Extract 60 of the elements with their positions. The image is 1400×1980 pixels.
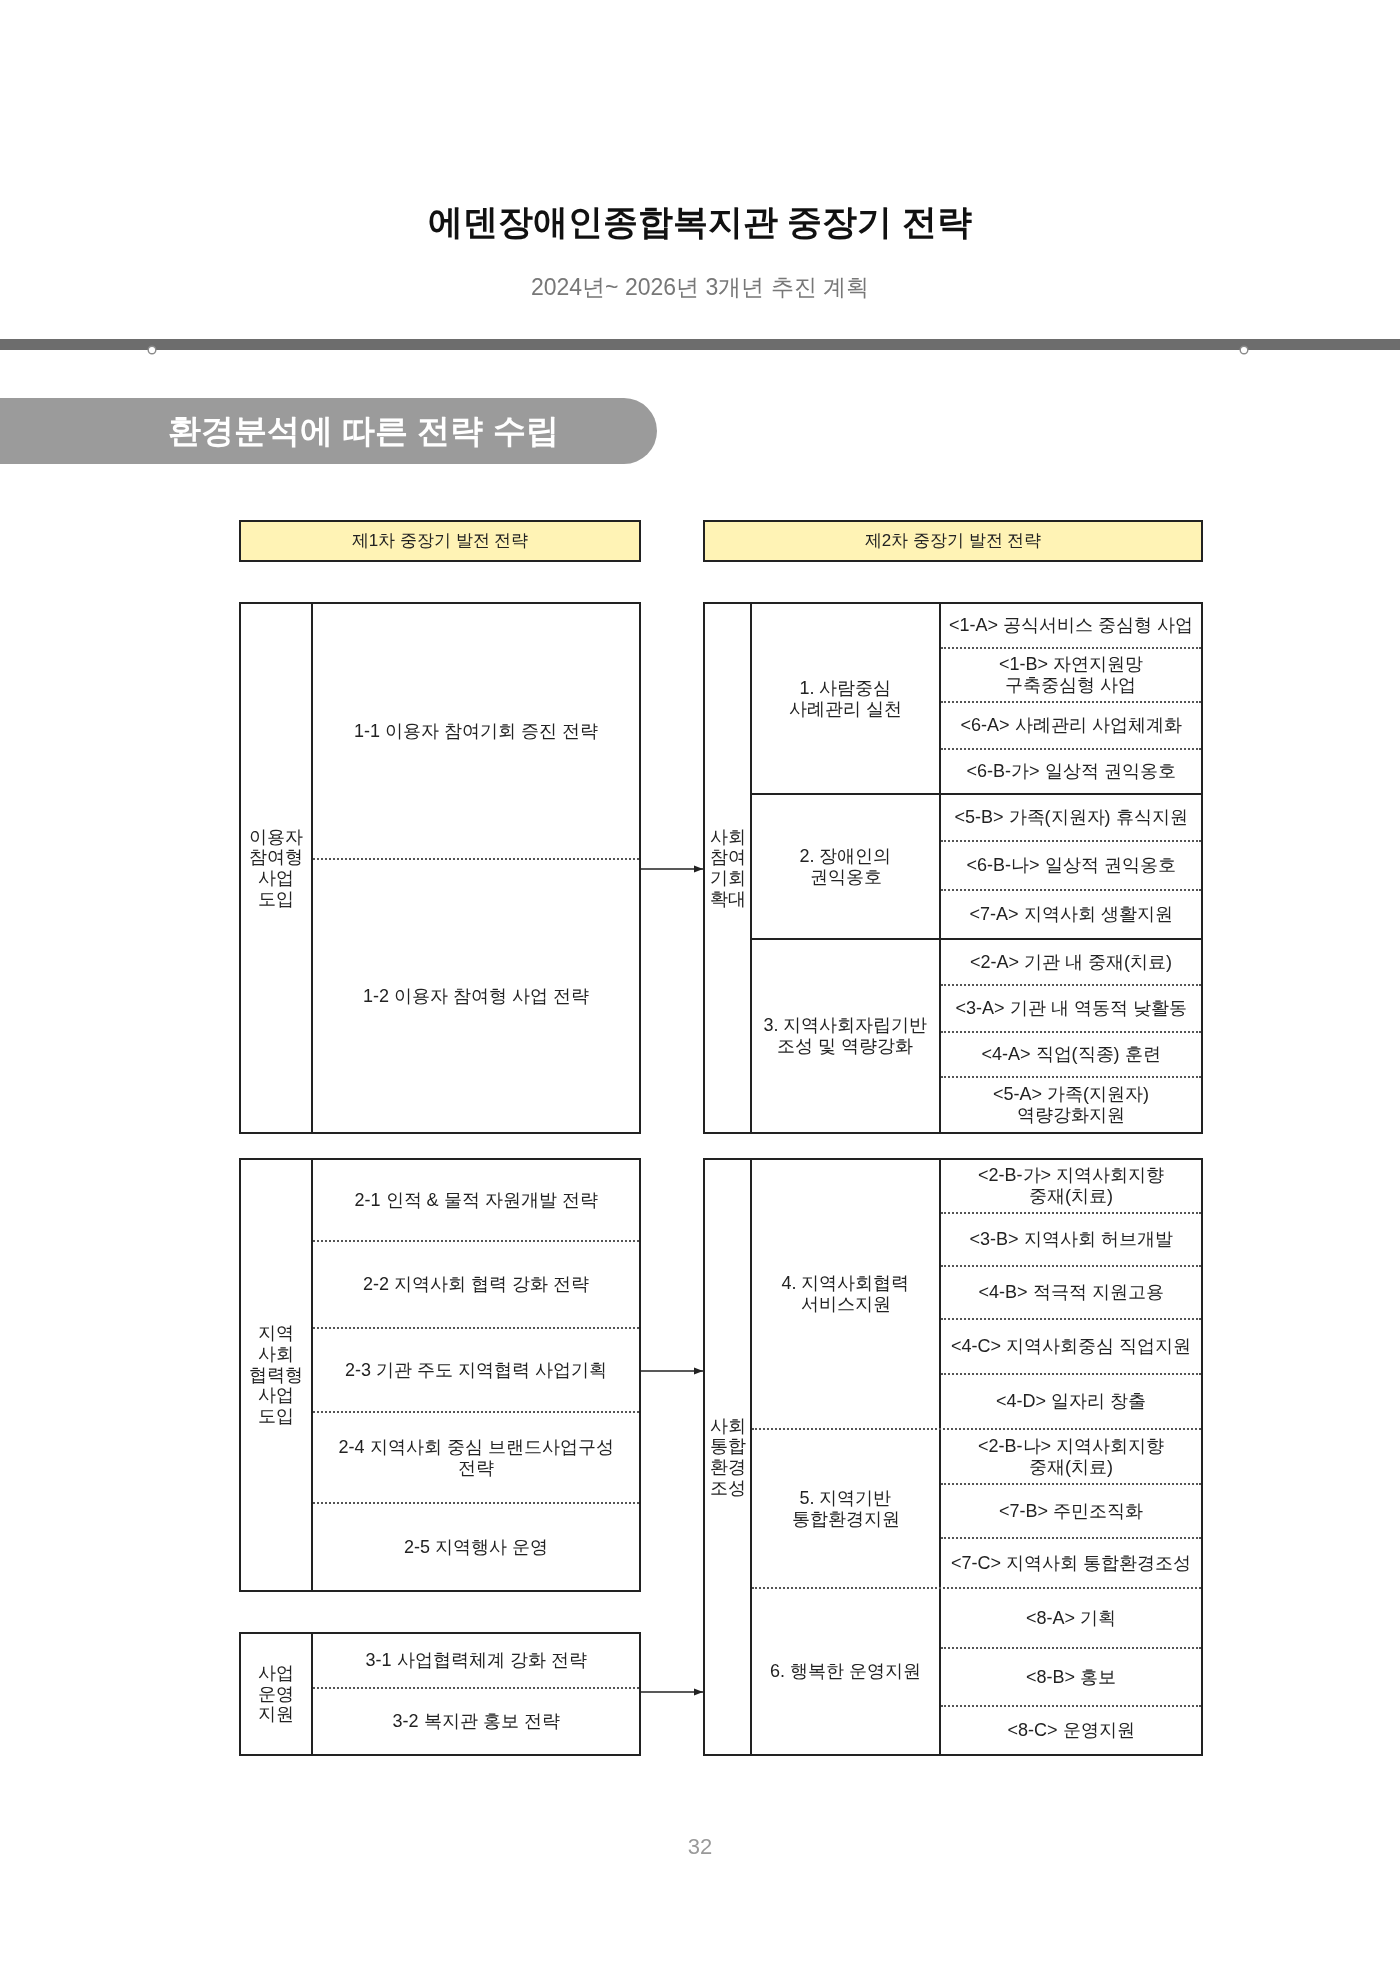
program-item: <6-B-나> 일상적 권익옹호 <box>941 842 1201 891</box>
strategy-item: 2-2 지역사회 협력 강화 전략 <box>313 1242 639 1329</box>
goal-label: 2. 장애인의 권익옹호 <box>752 795 941 938</box>
program-item: <7-A> 지역사회 생활지원 <box>941 891 1201 938</box>
strategy-item: 2-3 기관 주도 지역협력 사업기획 <box>313 1329 639 1413</box>
goal-label: 6. 행복한 운영지원 <box>752 1589 941 1754</box>
program-item: <8-A> 기획 <box>941 1589 1201 1649</box>
program-item: <1-A> 공식서비스 중심형 사업 <box>941 604 1201 649</box>
goal-band <box>752 795 1201 940</box>
program-item: <5-A> 가족(지원자) 역량강화지원 <box>941 1078 1201 1132</box>
program-item: <4-C> 지역사회중심 직업지원 <box>941 1320 1201 1375</box>
strategy-group-box <box>239 602 641 1134</box>
program-item: <6-A> 사례관리 사업체계화 <box>941 703 1201 750</box>
strategy-item: 1-1 이용자 참여기회 증진 전략 <box>313 604 639 860</box>
strategy-item: 1-2 이용자 참여형 사업 전략 <box>313 860 639 1132</box>
program-item: <2-B-나> 지역사회지향 중재(치료) <box>941 1430 1201 1485</box>
program-item: <2-A> 기관 내 중재(치료) <box>941 940 1201 986</box>
program-item: <4-B> 적극적 지원고용 <box>941 1267 1201 1320</box>
program-item: <1-B> 자연지원망 구축중심형 사업 <box>941 649 1201 703</box>
column-header: 제1차 중장기 발전 전략 <box>239 520 641 562</box>
strategy-item: 2-5 지역행사 운영 <box>313 1504 639 1590</box>
page-title: 에덴장애인종합복지관 중장기 전략 <box>427 201 973 243</box>
program-item: <2-B-가> 지역사회지향 중재(치료) <box>941 1160 1201 1214</box>
program-item: <3-B> 지역사회 허브개발 <box>941 1214 1201 1267</box>
goal-band <box>752 1160 1201 1430</box>
program-item: <8-B> 홍보 <box>941 1649 1201 1707</box>
category-label: 사업 운영 지원 <box>241 1634 313 1754</box>
arrow <box>640 1688 704 1696</box>
program-item: <3-A> 기관 내 역동적 낮활동 <box>941 986 1201 1033</box>
strategy-group-box <box>239 1158 641 1592</box>
arrow <box>640 865 704 873</box>
goal-label: 5. 지역기반 통합환경지원 <box>752 1430 941 1587</box>
strategy-group-box <box>703 1158 1203 1756</box>
program-item: <6-B-가> 일상적 권익옹호 <box>941 750 1201 793</box>
category-label: 사회 통합 환경 조성 <box>705 1160 752 1754</box>
section-banner: 환경분석에 따른 전략 수립 <box>0 398 657 464</box>
strategy-item: 3-2 복지관 홍보 전략 <box>313 1689 639 1754</box>
subtitle: 2024년~ 2026년 3개년 추진 계획 <box>530 273 870 302</box>
goal-band <box>752 604 1201 795</box>
program-item: <4-A> 직업(직종) 훈련 <box>941 1033 1201 1078</box>
category-label: 이용자 참여형 사업 도입 <box>241 604 313 1132</box>
strategy-item: 3-1 사업협력체계 강화 전략 <box>313 1634 639 1689</box>
category-label: 사회 참여 기회 확대 <box>705 604 752 1132</box>
program-item: <7-B> 주민조직화 <box>941 1485 1201 1539</box>
program-item: <8-C> 운영지원 <box>941 1707 1201 1754</box>
strategy-item: 2-4 지역사회 중심 브랜드사업구성 전략 <box>313 1413 639 1504</box>
category-label: 지역 사회 협력형 사업 도입 <box>241 1160 313 1590</box>
program-item: <7-C> 지역사회 통합환경조성 <box>941 1539 1201 1587</box>
goal-band <box>752 1430 1201 1589</box>
column-header: 제2차 중장기 발전 전략 <box>703 520 1203 562</box>
goal-label: 4. 지역사회협력 서비스지원 <box>752 1160 941 1428</box>
arrow <box>640 1367 704 1375</box>
strategy-group-box <box>239 1632 641 1756</box>
goal-label: 3. 지역사회자립기반 조성 및 역량강화 <box>752 940 941 1132</box>
page-number: 32 <box>687 1832 713 1861</box>
strategy-item: 2-1 인적 & 물적 자원개발 전략 <box>313 1160 639 1242</box>
strategy-group-box <box>703 602 1203 1134</box>
program-item: <5-B> 가족(지원자) 휴식지원 <box>941 795 1201 842</box>
goal-label: 1. 사람중심 사례관리 실천 <box>752 604 941 793</box>
program-item: <4-D> 일자리 창출 <box>941 1375 1201 1428</box>
